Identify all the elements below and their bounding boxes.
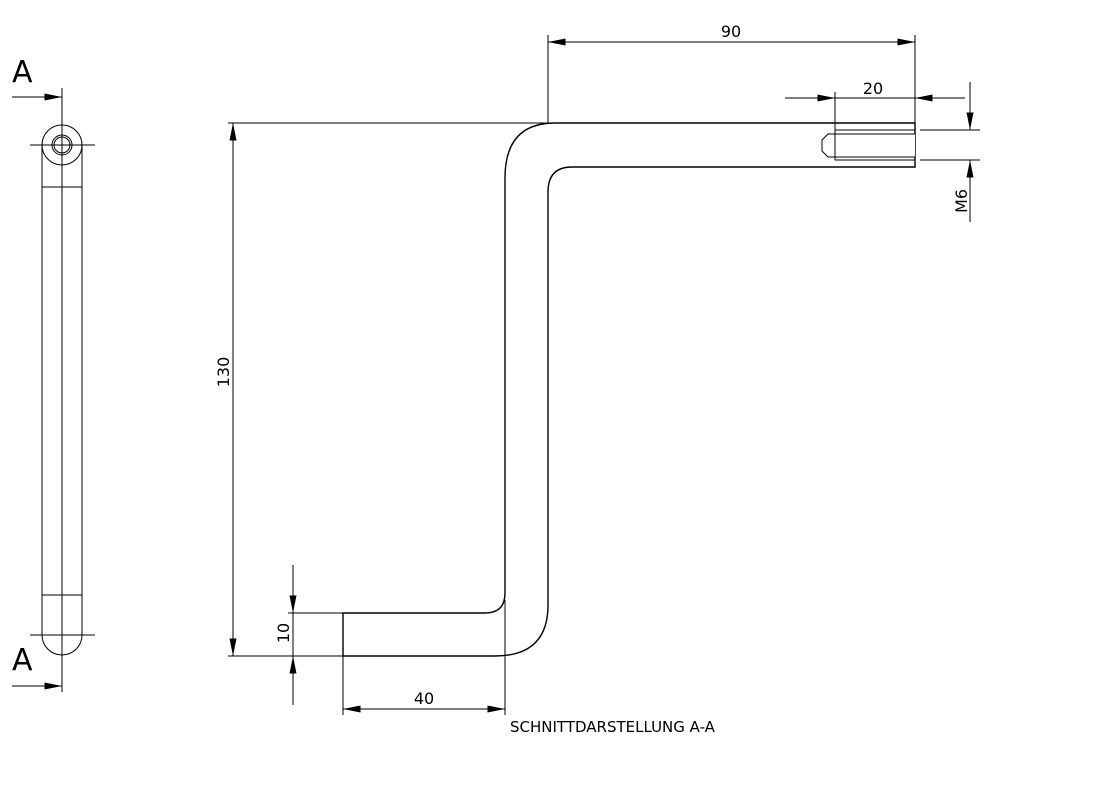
dim-width-top: 90 xyxy=(721,22,741,41)
section-label-top: A xyxy=(12,55,33,90)
dim-thickness: 10 xyxy=(274,623,293,643)
section-view xyxy=(342,122,916,657)
dim-thread-depth: 20 xyxy=(863,79,883,98)
section-caption: SCHNITTDARSTELLUNG A-A xyxy=(510,718,716,736)
dim-thread: M6 xyxy=(952,189,971,213)
section-profile xyxy=(342,122,916,657)
side-body xyxy=(41,145,83,656)
side-view: A A xyxy=(12,55,95,692)
dim-width-bottom: 40 xyxy=(414,689,434,708)
hole-outline xyxy=(821,133,915,158)
dim-height: 130 xyxy=(214,357,233,388)
section-label-bottom: A xyxy=(12,643,33,678)
tapped-hole xyxy=(825,134,915,157)
dimensions: 90 20 M6 130 10 40 xyxy=(214,22,980,715)
